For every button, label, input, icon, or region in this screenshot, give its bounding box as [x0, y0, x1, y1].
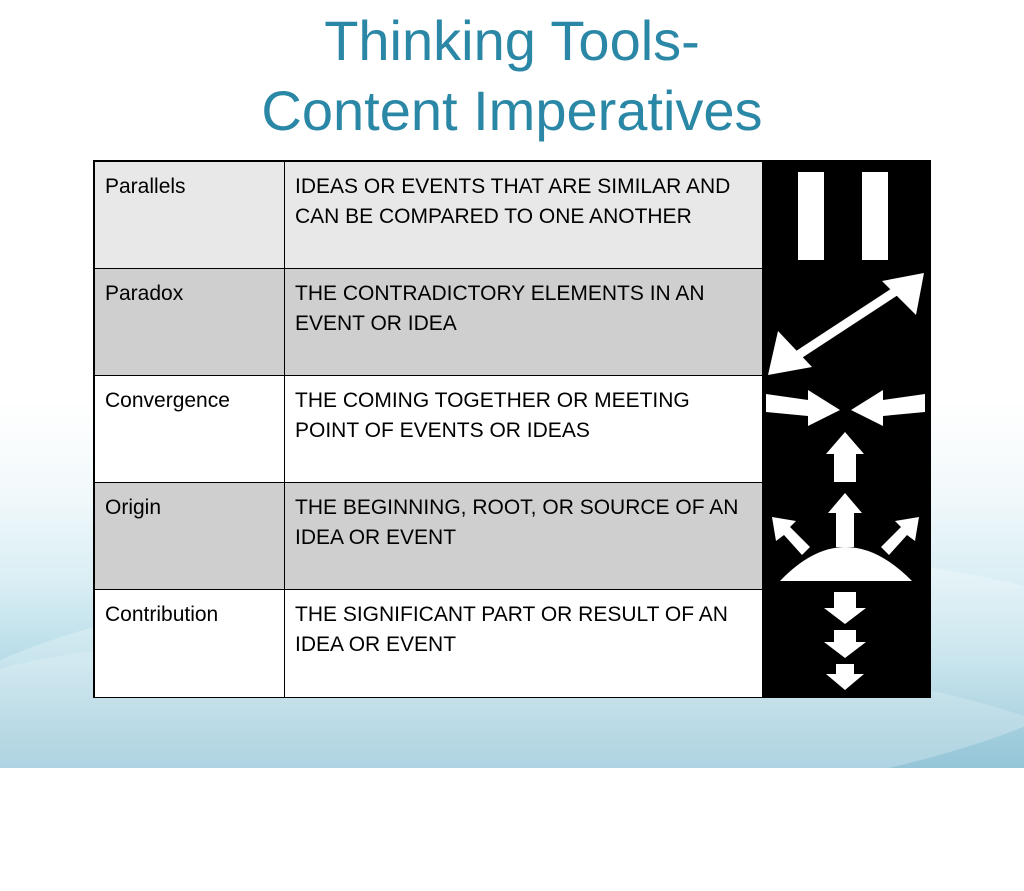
converging-arrows-icon — [762, 376, 929, 483]
definition-cell: THE BEGINNING, ROOT, OR SOURCE OF AN IDE… — [295, 496, 739, 549]
slide-title-line-2: Content Imperatives — [261, 79, 763, 142]
content-imperatives-table: Parallels IDEAS OR EVENTS THAT ARE SIMIL… — [93, 160, 931, 698]
double-headed-arrow-icon — [762, 269, 929, 376]
definition-cell: THE SIGNIFICANT PART OR RESULT OF AN IDE… — [295, 603, 728, 656]
term-cell: Convergence — [95, 376, 285, 482]
parallel-lines-icon — [762, 162, 929, 269]
term-cell: Origin — [95, 483, 285, 589]
icon-column — [762, 162, 929, 696]
table-row-paradox: Paradox THE CONTRADICTORY ELEMENTS IN AN… — [95, 269, 762, 376]
definition-cell: IDEAS OR EVENTS THAT ARE SIMILAR AND CAN… — [295, 175, 731, 228]
slide-title: Thinking Tools- Content Imperatives — [0, 6, 1024, 146]
term-cell: Parallels — [95, 162, 285, 268]
table-row-contribution: Contribution THE SIGNIFICANT PART OR RES… — [95, 590, 762, 697]
sunrise-arrows-icon — [762, 483, 929, 590]
definition-cell: THE CONTRADICTORY ELEMENTS IN AN EVENT O… — [295, 282, 705, 335]
term-cell: Paradox — [95, 269, 285, 375]
stacked-down-arrows-icon — [762, 590, 929, 697]
table-row-parallels: Parallels IDEAS OR EVENTS THAT ARE SIMIL… — [95, 162, 762, 269]
slide-title-line-1: Thinking Tools- — [324, 9, 700, 72]
definition-cell: THE COMING TOGETHER OR MEETING POINT OF … — [295, 389, 690, 442]
table-row-convergence: Convergence THE COMING TOGETHER OR MEETI… — [95, 376, 762, 483]
term-cell: Contribution — [95, 590, 285, 697]
table-row-origin: Origin THE BEGINNING, ROOT, OR SOURCE OF… — [95, 483, 762, 590]
